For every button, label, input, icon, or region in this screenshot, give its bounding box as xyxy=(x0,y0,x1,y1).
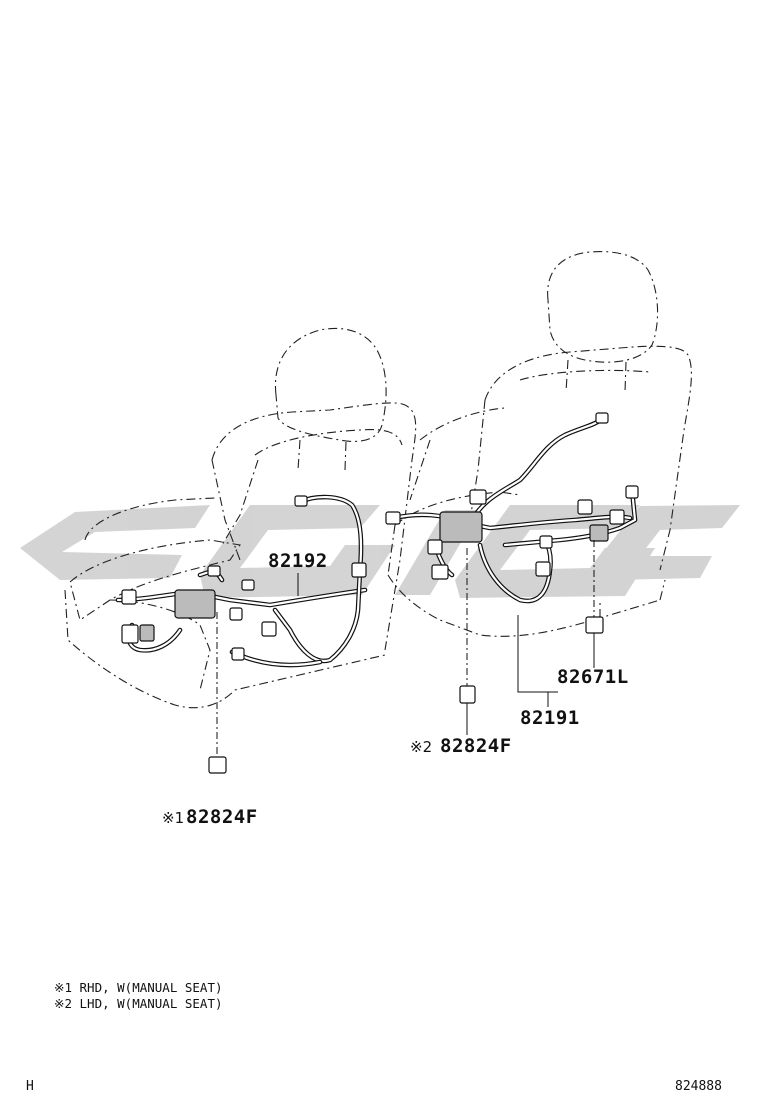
part-82671L xyxy=(585,540,604,668)
ref-mark-2: ※2 xyxy=(410,738,432,756)
leader-lines xyxy=(297,573,558,707)
label-82824F-right: 82824F xyxy=(440,735,512,757)
seat-right-outline xyxy=(387,251,692,637)
note-1: ※1 RHD, W(MANUAL SEAT) xyxy=(54,980,223,995)
ref-mark-1: ※1 xyxy=(162,809,184,827)
note-2: ※2 LHD, W(MANUAL SEAT) xyxy=(54,996,223,1011)
label-82671L: 82671L xyxy=(557,666,629,688)
harness-82192 xyxy=(115,494,368,668)
part-82824F-right xyxy=(459,548,476,735)
label-82191: 82191 xyxy=(520,707,580,729)
label-82192: 82192 xyxy=(268,550,328,572)
part-82824F-left xyxy=(208,612,227,774)
footer-left-code: H xyxy=(26,1079,34,1094)
footer-right-code: 824888 xyxy=(675,1079,722,1094)
harness-82191 xyxy=(385,412,639,604)
label-82824F-left: 82824F xyxy=(186,806,258,828)
seat-left-outline xyxy=(64,327,417,709)
